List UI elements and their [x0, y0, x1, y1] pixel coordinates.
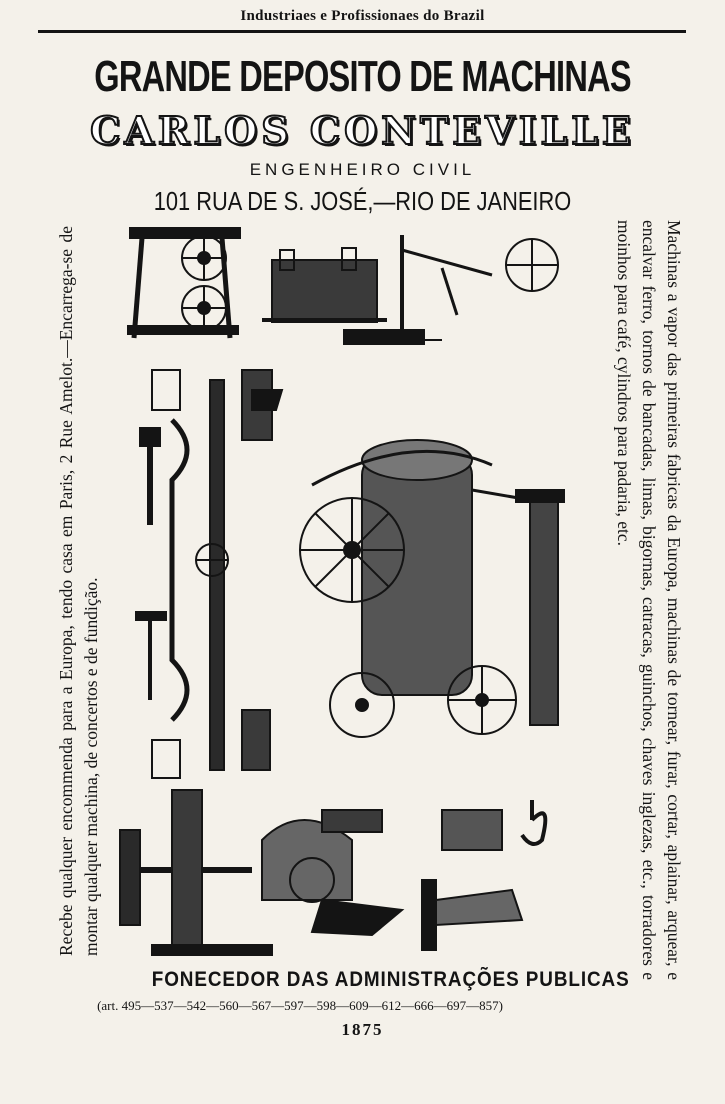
ad-title: GRANDE DEPOSITO DE MACHINAS [94, 52, 631, 101]
running-head: Industriaes e Profissionaes do Brazil [240, 8, 485, 24]
page-year: 1875 [341, 1020, 384, 1039]
company-name: CARLOS CONTEVILLE [89, 107, 635, 154]
profession-line: ENGENHEIRO CIVIL [249, 160, 476, 179]
header-rule [38, 30, 686, 33]
hand-tools-illustration [135, 427, 167, 700]
article-references: (art. 495—537—542—560—567—597—598—609—61… [97, 998, 503, 1013]
lathe-illustration [151, 369, 284, 779]
bottom-machines-illustration [119, 789, 548, 956]
supplier-line: FONECEDOR DAS ADMINISTRAÇÕES PUBLICAS [151, 968, 630, 991]
left-column-text: Recebe qualquer encommenda para a Europa… [56, 226, 101, 956]
address-line: 101 RUA DE S. JOSÉ,—RIO DE JANEIRO [153, 186, 572, 216]
right-column-text: Machinas a vapor das primeiras fabricas … [614, 220, 684, 980]
steam-engine-illustration [262, 247, 442, 345]
machinery-engraving [119, 227, 565, 956]
drill-press-illustration [400, 235, 559, 330]
locomobile-illustration [299, 439, 565, 738]
machine-frame-illustration [127, 227, 241, 339]
